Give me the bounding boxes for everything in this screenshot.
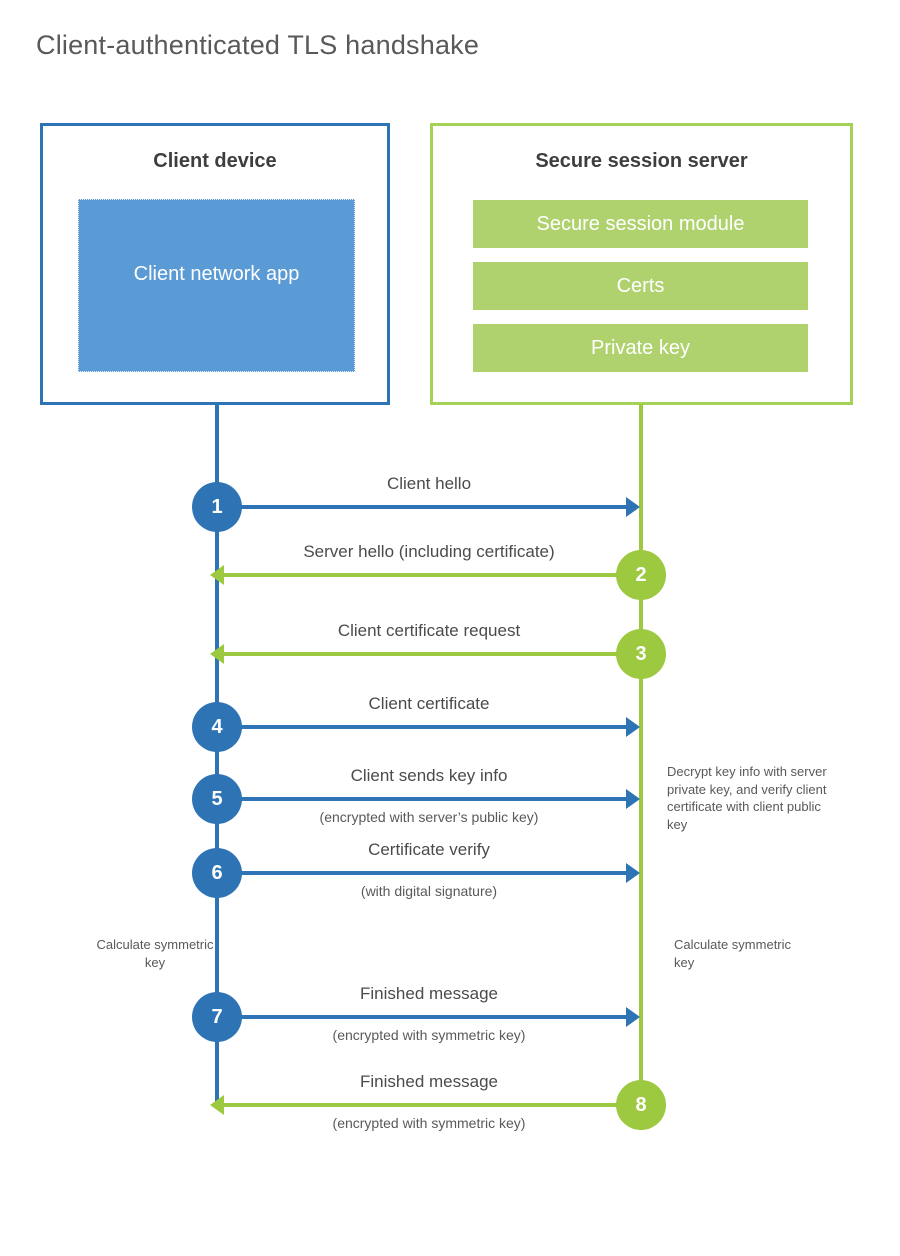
step-sublabel: (encrypted with server’s public key) xyxy=(319,809,539,825)
client-device-title: Client device xyxy=(153,150,277,172)
arrow-shaft xyxy=(240,505,627,509)
step-sublabel: (encrypted with symmetric key) xyxy=(332,1115,526,1131)
secure-session-server-title: Secure session server xyxy=(535,150,748,172)
arrow-shaft xyxy=(240,725,627,729)
step-number-badge: 1 xyxy=(192,482,242,532)
step-number-badge: 3 xyxy=(616,629,666,679)
arrow-right-icon xyxy=(626,863,640,883)
step-number-badge: 5 xyxy=(192,774,242,824)
step-sublabel: (encrypted with symmetric key) xyxy=(332,1027,526,1043)
page-title: Client-authenticated TLS handshake xyxy=(36,30,480,60)
client-device-box: Client device Client network app xyxy=(40,123,390,405)
step-label: Client hello xyxy=(386,474,472,493)
step-label: Certificate verify xyxy=(368,840,490,859)
step-number-badge: 2 xyxy=(616,550,666,600)
step-label: Server hello (including certificate) xyxy=(303,542,555,561)
arrow-shaft xyxy=(224,1103,618,1107)
step-label: Client certificate xyxy=(368,694,490,713)
arrow-shaft xyxy=(224,652,618,656)
arrow-shaft xyxy=(240,1015,627,1019)
client-network-app-box: Client network app xyxy=(78,199,355,372)
step-label: Finished message xyxy=(360,984,498,1003)
step-number-badge: 7 xyxy=(192,992,242,1042)
server-calculate-note: Calculate symmetric key xyxy=(674,937,792,970)
step-number-badge: 4 xyxy=(192,702,242,752)
arrow-right-icon xyxy=(626,717,640,737)
step-label: Finished message xyxy=(360,1072,498,1091)
server-module-private-key: Private key xyxy=(473,324,808,372)
server-decrypt-note: Decrypt key info with server private key… xyxy=(667,764,827,832)
step-sublabel: (with digital signature) xyxy=(360,883,498,899)
step-label: Client certificate request xyxy=(337,621,521,640)
server-module-certs: Certs xyxy=(473,262,808,310)
arrow-shaft xyxy=(240,871,627,875)
arrow-right-icon xyxy=(626,1007,640,1027)
step-number-badge: 8 xyxy=(616,1080,666,1130)
server-module-secure-session: Secure session module xyxy=(473,200,808,248)
client-calculate-note: Calculate symmetric key xyxy=(96,937,214,970)
client-lifeline xyxy=(215,404,219,1108)
arrow-left-icon xyxy=(210,644,224,664)
arrow-right-icon xyxy=(626,497,640,517)
server-lifeline xyxy=(639,404,643,1130)
arrow-left-icon xyxy=(210,1095,224,1115)
arrow-right-icon xyxy=(626,789,640,809)
step-label: Client sends key info xyxy=(350,766,508,785)
arrow-shaft xyxy=(224,573,618,577)
arrow-shaft xyxy=(240,797,627,801)
step-number-badge: 6 xyxy=(192,848,242,898)
secure-session-server-box: Secure session server Secure session mod… xyxy=(430,123,853,405)
arrow-left-icon xyxy=(210,565,224,585)
